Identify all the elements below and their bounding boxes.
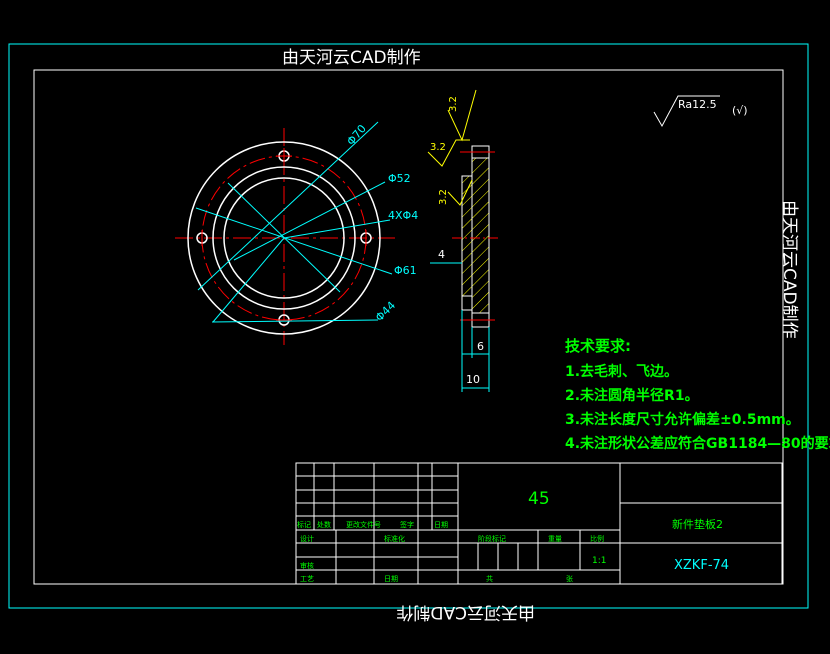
tech-item-3: 3.未注长度尺寸允许偏差±0.5mm。 [565, 411, 800, 428]
tb-label-sign: 签字 [400, 520, 414, 529]
watermark-bottom: 由天河云CAD制作 [396, 602, 535, 622]
general-roughness-symbol [653, 95, 720, 128]
roughness-text-1: 3.2 [448, 96, 459, 112]
tb-label-total: 共 [486, 574, 493, 583]
title-block [295, 462, 783, 585]
tb-label-mark: 标记 [297, 520, 311, 529]
dim-leader-d70 [197, 121, 379, 291]
dim-leader-d44 [212, 237, 285, 323]
tb-label-date: 日期 [434, 521, 448, 529]
dim-4: 4 [438, 248, 445, 261]
roughness-text-3-group: 3.2 [438, 189, 449, 205]
roughness-text-1-group: 3.2 [448, 96, 459, 112]
tb-label-sheet: 张 [566, 574, 573, 583]
watermark-bottom-group: 由天河云CAD制作 [396, 602, 535, 622]
tech-requirements: 技术要求: 1.去毛刺、飞边。 2.未注圆角半径R1。 3.未注长度尺寸允许偏差… [565, 337, 830, 452]
outer-circle [187, 141, 381, 335]
tech-item-1: 1.去毛刺、飞边。 [565, 363, 678, 380]
tb-label-ratio: 比例 [590, 534, 604, 543]
tech-item-4: 4.未注形状公差应符合GB1184—80的要求。 [565, 435, 830, 452]
roughness-symbol-2 [427, 139, 470, 167]
tb-label-standard: 标准化 [384, 534, 405, 543]
dim-d52: Φ52 [388, 172, 411, 185]
side-view: 3.2 3.2 3.2 4 6 10 [427, 89, 500, 392]
dim-d70-group: Φ70 [344, 122, 369, 148]
section-step [461, 175, 473, 297]
tech-item-2: 2.未注圆角半径R1。 [565, 387, 699, 404]
general-roughness-text: Ra12.5 [678, 98, 717, 111]
tb-label-review: 审核 [300, 561, 314, 570]
title-block-text: 45 新件垫板2 XZKF-74 1:1 标记 处数 更改文件号 签字 日期 设… [297, 489, 729, 583]
title-block-frame [295, 462, 783, 585]
dim-leader-d61 [195, 207, 393, 275]
bore-circle [223, 177, 345, 299]
dim-leader-d52 [233, 181, 386, 261]
tb-scale: 1:1 [592, 556, 606, 566]
step-circle [212, 166, 356, 310]
watermark-right-group: 由天河云CAD制作 [779, 200, 799, 339]
tb-label-design: 设计 [300, 534, 314, 543]
tb-label-zone: 更改文件号 [346, 520, 381, 529]
tb-part-name: 新件垫板2 [672, 517, 723, 531]
roughness-text-2: 3.2 [430, 142, 446, 153]
section-flange [471, 157, 490, 314]
dim-holes: 4XΦ4 [388, 209, 418, 222]
tech-title: 技术要求: [565, 337, 631, 355]
tb-material: 45 [528, 489, 550, 509]
outer-frame [8, 43, 809, 609]
roughness-text-3: 3.2 [438, 189, 449, 205]
drawing-border [33, 69, 784, 585]
tb-drawing-no: XZKF-74 [674, 558, 729, 573]
watermark-top: 由天河云CAD制作 [282, 48, 421, 68]
dim-leader-d44-base [211, 319, 379, 323]
tb-label-stage: 阶段标记 [478, 534, 506, 543]
dim-leader-holes [283, 219, 391, 239]
tb-label-count: 处数 [317, 520, 331, 529]
tb-label-weight: 重量 [548, 535, 562, 543]
tb-label-process: 工艺 [300, 575, 314, 583]
dim-6: 6 [477, 340, 484, 353]
watermark-right: 由天河云CAD制作 [779, 200, 799, 339]
front-view: Φ70 Φ52 4XΦ4 Φ61 Φ44 [175, 121, 418, 345]
general-roughness: Ra12.5 (√) [653, 95, 748, 128]
dim-10: 10 [466, 373, 480, 386]
roughness-symbol-3 [447, 179, 473, 206]
dim-leader-diag [227, 182, 341, 293]
dim-d61: Φ61 [394, 264, 417, 277]
dim-d70: Φ70 [344, 122, 369, 148]
general-roughness-suffix: (√) [732, 104, 748, 117]
tb-label-approve: 日期 [384, 575, 398, 583]
